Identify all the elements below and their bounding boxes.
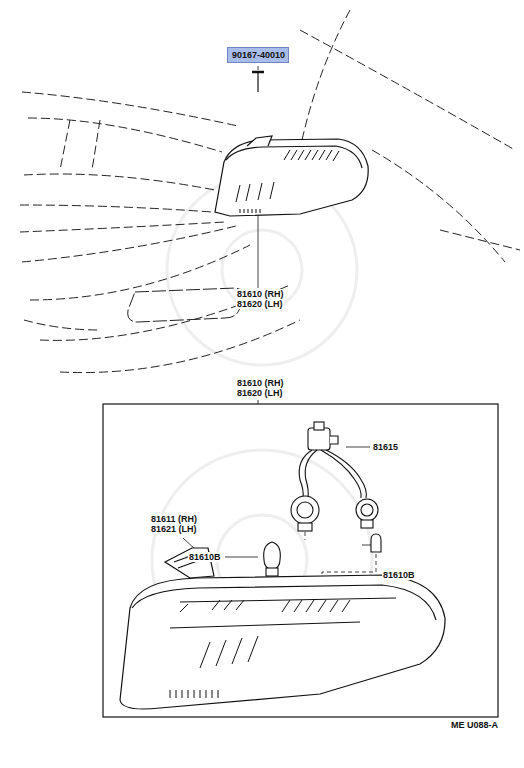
screw: [252, 72, 264, 92]
bulb: [264, 534, 381, 576]
figure-code: ME U088-A: [450, 720, 499, 730]
detail-frame: [103, 404, 498, 717]
lamp-lens-ribs: [170, 598, 396, 698]
callout-number: 81615: [372, 442, 399, 452]
callout-number: 81621 (LH): [150, 524, 198, 534]
part-number: 90167-40010: [232, 50, 284, 61]
callout-number: 81611 (RH): [150, 514, 198, 524]
callout-number: 81620 (LH): [236, 299, 284, 309]
leader-line: [183, 66, 378, 557]
bumper-opening: [128, 288, 245, 322]
lamp-lens-ribs: [236, 150, 339, 213]
callout-number: 81610B: [382, 570, 416, 580]
socket-and-wire: [291, 422, 378, 531]
combination-lamp: [120, 548, 445, 709]
part-number-box: 90167-40010: [227, 47, 289, 63]
car-body-outline: [20, 10, 520, 373]
callout-number: 81610 (RH): [236, 289, 285, 299]
callout-number: 81610 (RH): [236, 378, 285, 388]
combination-lamp: [215, 136, 368, 216]
callout-number: 81610B: [188, 552, 222, 562]
callout-number: 81620 (LH): [236, 388, 284, 398]
